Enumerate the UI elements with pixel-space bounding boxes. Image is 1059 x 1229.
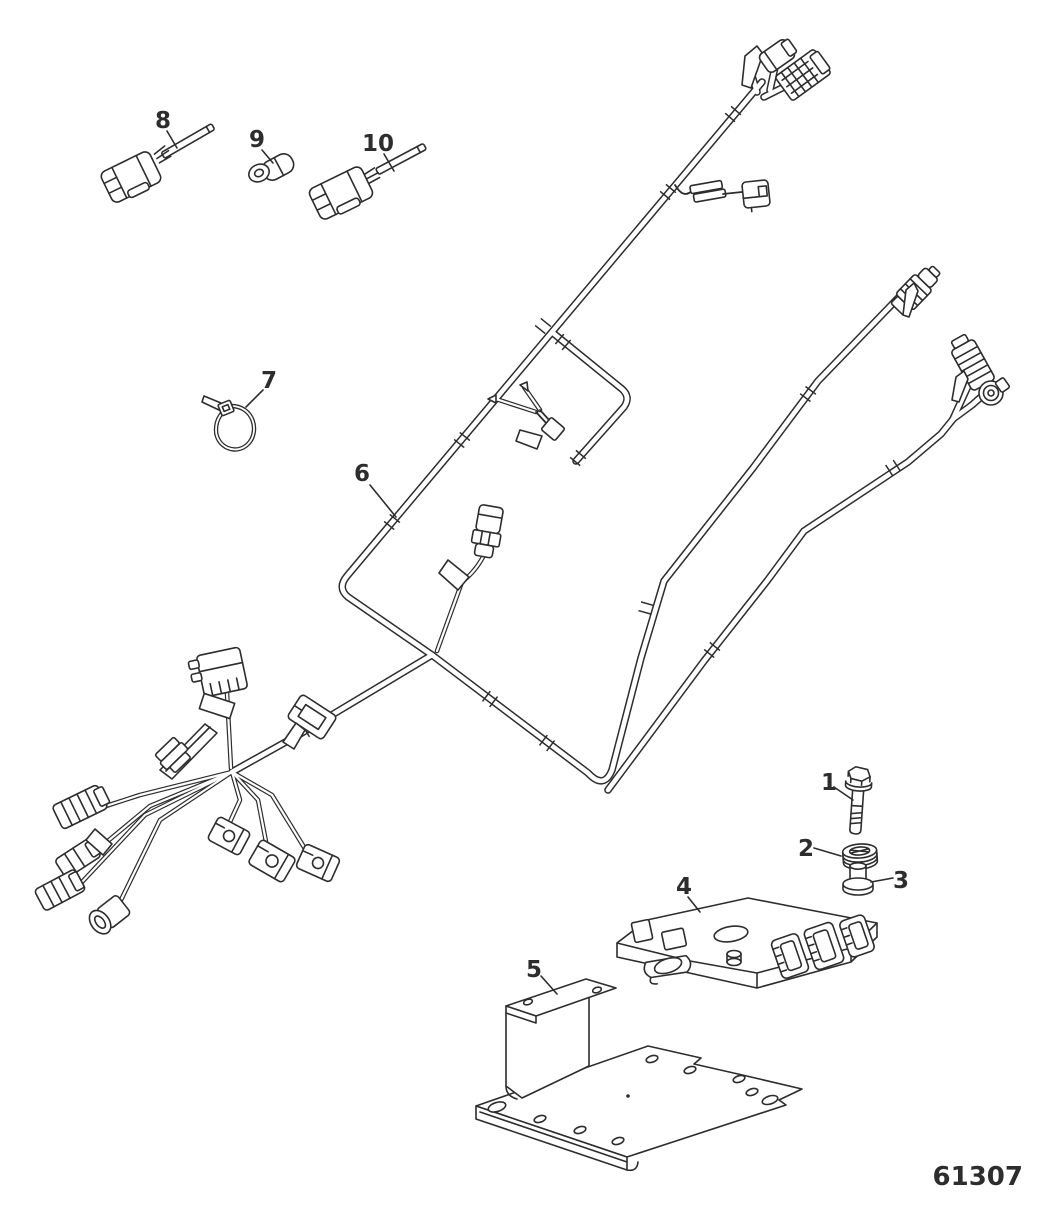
flag-terminal-icon: [902, 282, 919, 318]
multi-pin-connector-icon: [775, 49, 831, 101]
ecm-socket-icon: [803, 921, 845, 971]
harness-right-connector-a: [890, 265, 941, 318]
cable-tie-drawing: [201, 395, 254, 449]
harness-top-connector-cluster: [741, 38, 831, 101]
bracket-drawing: [475, 978, 803, 1172]
round-connector-icon: [978, 377, 1011, 406]
ecm-latch-clip: [643, 954, 692, 985]
relay-connector-icon: [187, 646, 248, 698]
callout-10: 10: [362, 131, 394, 157]
sensor-9-drawing: [248, 153, 295, 183]
ribbed-connector-icon: [34, 869, 86, 911]
ribbed-connector-icon: [52, 784, 111, 830]
plug-icon: [741, 179, 771, 213]
harness-drawing: [34, 38, 1011, 935]
connector-icon: [758, 38, 798, 74]
callout-4: 4: [676, 874, 692, 900]
flag-terminal-icon: [515, 429, 543, 450]
callout-9: 9: [249, 127, 265, 153]
flag-terminal-icon: [741, 45, 764, 89]
callouts: 1 2 3 4 5 6 7 8 9 10: [155, 108, 909, 983]
hanging-plug: [438, 504, 504, 591]
pigtail-connector: [674, 179, 771, 213]
drawing-number: 61307: [933, 1162, 1023, 1192]
sleeve-drawing: [842, 862, 874, 896]
flag-terminal-icon: [951, 370, 969, 403]
tube-band-ticks: [302, 105, 901, 752]
harness-left-connector-cluster: [34, 646, 341, 935]
round-cap-connector-icon: [88, 895, 131, 935]
flag-terminal-icon: [438, 559, 470, 591]
ecm-drawing: [616, 897, 878, 989]
injector-connector-icon: [248, 839, 296, 883]
ecm-socket-icon: [839, 914, 875, 958]
probe-connector-8-drawing: [100, 123, 215, 203]
injector-connector-icon: [295, 843, 341, 883]
callout-8: 8: [155, 108, 171, 134]
ecm-socket-icon: [770, 933, 810, 979]
callout-2: 2: [798, 836, 814, 862]
callout-7: 7: [261, 368, 277, 394]
leader-lines: [166, 130, 894, 995]
callout-6: 6: [354, 461, 370, 487]
callout-1: 1: [821, 770, 837, 796]
needle-terminals: [487, 381, 566, 450]
harness-right-connector-b: [950, 333, 1011, 406]
callout-3: 3: [893, 868, 909, 894]
bolt-drawing: [844, 765, 873, 835]
injector-connector-icon: [207, 816, 251, 856]
probe-connector-10-drawing: [308, 143, 427, 220]
callout-5: 5: [526, 957, 542, 983]
